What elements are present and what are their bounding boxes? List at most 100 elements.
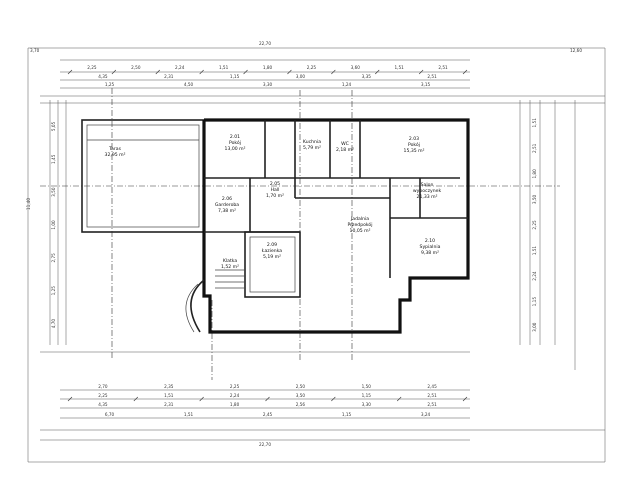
dimension-tick <box>287 69 292 75</box>
bottom-dim-label: 2,24 <box>230 393 240 398</box>
svg-text:5,79 m²: 5,79 m² <box>303 145 321 151</box>
top-right-offset: 12,60 <box>570 48 582 53</box>
svg-text:15,35 m²: 15,35 m² <box>404 148 425 154</box>
staircase <box>215 269 245 289</box>
top-dim-label: 2,50 <box>131 65 141 70</box>
top-dim-label: 3,15 <box>421 82 431 87</box>
svg-text:10,05 m²: 10,05 m² <box>350 228 371 234</box>
top-dim-label: 2,31 <box>164 74 174 79</box>
dimension-tick <box>396 396 402 402</box>
dimension-tick <box>111 69 117 75</box>
svg-text:Pokój: Pokój <box>408 141 420 148</box>
bottom-dim-label: 4,35 <box>98 402 108 407</box>
dimension-tick <box>243 69 248 75</box>
svg-text:Klatka: Klatka <box>223 258 237 264</box>
top-dim-label: 4,35 <box>98 74 108 79</box>
structural-axes <box>40 88 560 380</box>
svg-text:21,33 m²: 21,33 m² <box>417 194 438 200</box>
overall-height-dim: 11,40 <box>26 198 31 210</box>
svg-text:9,38 m²: 9,38 m² <box>421 250 439 256</box>
dimension-tick <box>375 69 380 75</box>
right-dim-label: 1,80 <box>532 169 537 179</box>
svg-text:13,00 m²: 13,00 m² <box>225 146 246 152</box>
right-dim-label: 3,00 <box>532 322 537 332</box>
room-pokoj-2: 2.01 Pokój 13,00 m² <box>225 134 246 152</box>
dimension-tick <box>265 396 270 402</box>
right-dim-label: 2,25 <box>532 220 537 230</box>
right-dim-label: 1,15 <box>532 297 537 307</box>
top-dim-label: 2,24 <box>175 65 185 70</box>
bottom-dim-label: 1,51 <box>164 393 174 398</box>
left-dim-label: 1,00 <box>51 220 56 230</box>
dimension-tick <box>67 396 73 402</box>
bottom-dim-label: 1,50 <box>362 384 372 389</box>
right-dim-label: 1,51 <box>532 246 537 256</box>
room-hall: 2.05 Hall 1,70 m² <box>266 181 284 199</box>
room-taras: Taras 32,95 m² <box>105 146 126 158</box>
room-jadalnia: Jadalnia Przedpokój 10,05 m² <box>347 216 372 234</box>
top-dim-label: 4,50 <box>184 82 194 87</box>
top-dim-label: 2,25 <box>87 65 97 70</box>
bottom-dim-label: 1,51 <box>184 412 194 417</box>
svg-text:WC: WC <box>341 141 349 147</box>
bottom-dim-label: 6,70 <box>105 412 115 417</box>
dimension-tick <box>331 69 336 75</box>
dimension-tick <box>462 69 468 75</box>
svg-text:Łazienka: Łazienka <box>261 248 282 254</box>
svg-text:2,18 m²: 2,18 m² <box>336 147 354 153</box>
svg-text:5,19 m²: 5,19 m² <box>263 254 281 260</box>
top-dim-label: 2,25 <box>307 65 317 70</box>
right-dim-label: 3,50 <box>532 194 537 204</box>
bottom-dim-label: 3,24 <box>421 412 431 417</box>
svg-text:wypoczynek: wypoczynek <box>413 188 442 194</box>
top-overall-dim: 22,70 <box>259 41 271 46</box>
top-dim-label: 1,25 <box>105 82 115 87</box>
bottom-dim-label: 2,25 <box>230 384 240 389</box>
svg-text:32,95 m²: 32,95 m² <box>105 152 126 158</box>
left-dim-label: 5,05 <box>51 121 56 131</box>
dimension-tick <box>133 396 139 402</box>
svg-text:2.01: 2.01 <box>230 134 240 140</box>
top-dim-label: 3,60 <box>351 65 361 70</box>
room-salon: Salon wypoczynek 21,33 m² <box>413 182 442 200</box>
dimension-tick <box>331 396 336 402</box>
top-dim-label: 3,35 <box>362 74 372 79</box>
svg-text:2.10: 2.10 <box>425 238 435 244</box>
svg-text:2.09: 2.09 <box>267 242 277 248</box>
top-dim-label: 3,00 <box>296 74 306 79</box>
bottom-dim-label: 2,45 <box>263 412 273 417</box>
right-dim-label: 1,51 <box>532 118 537 128</box>
dimension-tick <box>462 396 468 402</box>
top-dim-label: 2,51 <box>427 74 437 79</box>
svg-text:2.03: 2.03 <box>409 136 419 142</box>
room-sypialnia: 2.10 Sypialnia 9,38 m² <box>420 238 441 256</box>
right-dimensions: 1,512,511,803,502,251,512,241,153,00 <box>532 118 537 332</box>
top-dim-label: 1,51 <box>219 65 229 70</box>
top-dim-label: 1,24 <box>342 82 352 87</box>
bottom-dim-label: 2,25 <box>98 393 108 398</box>
left-dim-label: 1,25 <box>51 286 56 296</box>
dimension-tick <box>199 69 204 75</box>
svg-text:2.05: 2.05 <box>270 181 280 187</box>
bottom-overall-dim: 22,70 <box>259 442 271 447</box>
svg-text:2.06: 2.06 <box>222 196 232 202</box>
room-klatka: Klatka 1,52 m² <box>221 258 239 270</box>
top-dim-label: 3,30 <box>263 82 273 87</box>
room-pokoj-1: 2.03 Pokój 15,35 m² <box>404 136 425 154</box>
room-garderoba: 2.06 Garderoba 7,38 m² <box>215 196 239 214</box>
right-dim-label: 2,51 <box>532 143 537 153</box>
left-dim-label: 3,50 <box>51 187 56 197</box>
bottom-dim-label: 1,15 <box>362 393 372 398</box>
bottom-dim-label: 3,30 <box>362 402 372 407</box>
svg-text:Kuchnia: Kuchnia <box>303 139 321 145</box>
svg-text:Pokój: Pokój <box>229 139 241 146</box>
terrace <box>81 119 205 233</box>
svg-text:Salon: Salon <box>421 182 434 188</box>
top-left-offset: 3,70 <box>30 48 40 53</box>
svg-text:Sypialnia: Sypialnia <box>420 244 441 250</box>
room-wc: WC 2,18 m² <box>336 141 354 153</box>
bottom-dim-label: 2,31 <box>164 402 174 407</box>
bottom-dim-label: 2,70 <box>98 384 108 389</box>
